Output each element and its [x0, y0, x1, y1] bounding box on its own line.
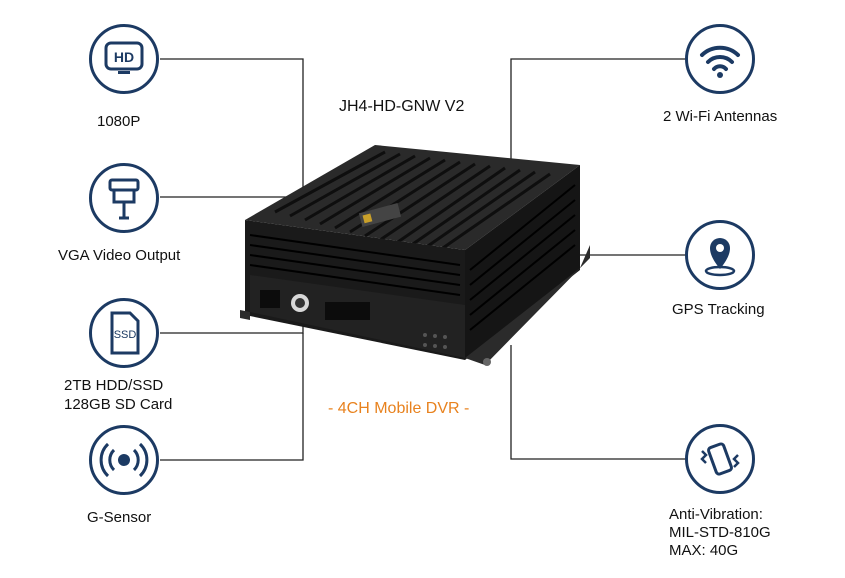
- hd-icon: HD: [89, 24, 159, 94]
- line-gsensor: [160, 333, 304, 461]
- label-gsensor: G-Sensor: [87, 509, 152, 526]
- line-1080p: [160, 58, 304, 200]
- label-vibration-line3: MAX: 40G: [669, 542, 739, 559]
- label-wifi: 2 Wi-Fi Antennas: [663, 108, 778, 125]
- wifi-icon: [685, 24, 755, 94]
- label-vibration-line2: MIL-STD-810G: [669, 524, 771, 541]
- label-storage-line1: 2TB HDD/SSD: [64, 377, 164, 394]
- product-subtitle: - 4CH Mobile DVR -: [328, 400, 470, 417]
- label-vga: VGA Video Output: [58, 247, 181, 264]
- vga-icon: [89, 163, 159, 233]
- line-wifi: [510, 58, 685, 160]
- label-storage-line2: 128GB SD Card: [64, 396, 173, 413]
- label-gps: GPS Tracking: [672, 301, 765, 318]
- ssd-icon-text: SSD: [114, 329, 137, 341]
- gps-icon: [685, 220, 755, 290]
- gsensor-icon: [89, 425, 159, 495]
- hd-icon-text: HD: [114, 49, 134, 65]
- label-1080p: 1080P: [97, 113, 141, 130]
- ssd-icon: SSD: [89, 298, 159, 368]
- line-vibration: [510, 345, 685, 460]
- dvr-device-image: [240, 145, 590, 366]
- product-title: JH4-HD-GNW V2: [339, 98, 465, 115]
- vibration-icon: [685, 424, 755, 494]
- label-vibration-line1: Anti-Vibration:: [669, 506, 763, 523]
